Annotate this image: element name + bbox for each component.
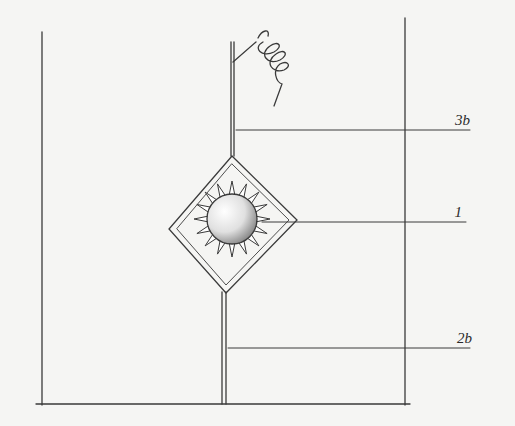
leader-line (228, 348, 470, 349)
callout-number: 1 (455, 205, 463, 220)
diamond-frame (169, 156, 297, 293)
lower-stem (225, 292, 226, 404)
sun-rays (194, 181, 270, 257)
leader-line (236, 130, 470, 131)
callout-number: 2b (457, 331, 472, 346)
sun-ray (229, 181, 235, 195)
frame-line (36, 403, 410, 404)
leader-line (262, 222, 466, 223)
sun-ray (256, 216, 270, 222)
frame-line (404, 18, 405, 405)
lower-stem (221, 292, 222, 404)
sun-disc (207, 194, 257, 244)
sun-ray (194, 216, 208, 222)
tendril (233, 31, 288, 106)
upper-stem (230, 42, 231, 156)
upper-stem (233, 42, 234, 156)
diamond-frame (177, 164, 289, 285)
sun-ray (229, 243, 235, 257)
frame-line (41, 32, 42, 405)
callout-number: 3b (455, 113, 470, 128)
